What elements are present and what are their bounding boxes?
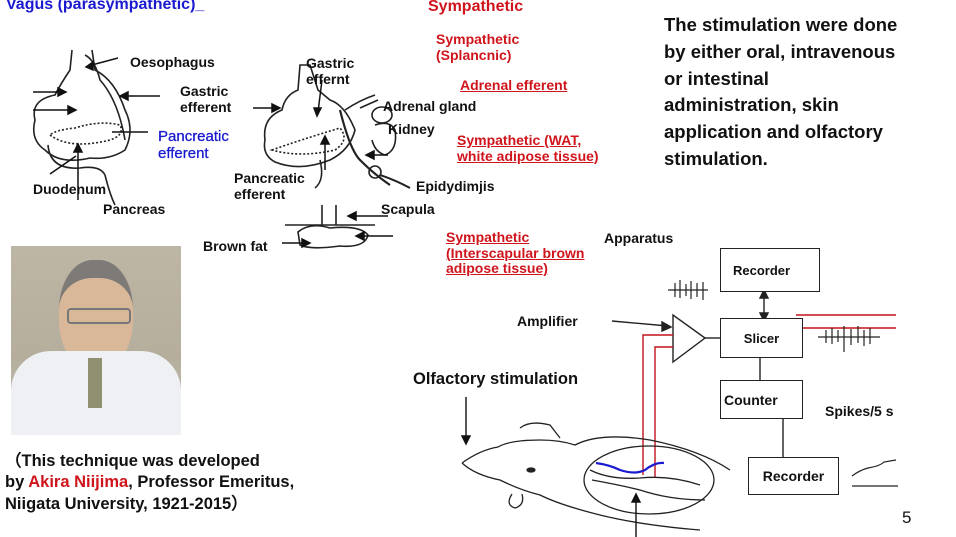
label-line: effernt	[306, 70, 350, 87]
label-line: Gastric	[306, 55, 355, 71]
label-pancreatic-efferent-symp: Pancreatic efferent	[234, 170, 305, 202]
label-line: efferent	[180, 98, 232, 115]
portrait-photo	[11, 246, 181, 435]
label-duodenum: Duodenum	[33, 181, 107, 197]
label-line: (Interscapular brown	[446, 244, 585, 261]
stomach-sympathetic-drawing	[263, 64, 411, 249]
label-sympathetic-splanchnic: Sympathetic (Splancnic)	[436, 31, 520, 63]
note-line: stimulation.	[664, 148, 768, 170]
label-line: Sympathetic	[446, 229, 530, 245]
electrode-wires	[642, 314, 896, 478]
stimulation-note: The stimulation were done by either oral…	[664, 12, 897, 173]
label-line: Gastric	[180, 83, 229, 99]
spike-trace-raw	[668, 280, 708, 300]
sympathetic-arrows	[253, 79, 393, 249]
label-line: Sympathetic	[436, 31, 520, 47]
label-line: (Splancnic)	[436, 46, 512, 63]
credit-prefix: by	[5, 473, 29, 492]
credit-line-3: Niigata University, 1921-2015）	[5, 494, 248, 513]
label-line: white adipose tissue)	[457, 147, 599, 164]
label-olfactory-stimulation: Olfactory stimulation	[413, 370, 579, 388]
spike-trace-sliced	[818, 326, 880, 352]
note-line: The stimulation were done	[664, 14, 898, 35]
note-line: application and olfactory	[664, 121, 883, 143]
label-amplifier: Amplifier	[517, 313, 578, 329]
label-line: efferent	[158, 144, 209, 162]
note-line: administration, skin	[664, 94, 839, 116]
photo-tie	[88, 358, 102, 408]
label-spikes-per-5s: Spikes/5 s	[825, 403, 894, 419]
stomach-vagus-drawing	[32, 49, 131, 206]
counter-box: Counter	[720, 380, 803, 419]
note-line: by either oral, intravenous	[664, 40, 896, 62]
rat-arrows	[460, 397, 642, 537]
credit-suffix: , Professor Emeritus,	[128, 473, 295, 492]
label-pancreatic-efferent-vagus: Pancreatic efferent	[158, 128, 229, 163]
label-adrenal-gland: Adrenal gland	[383, 98, 477, 114]
brain-marker	[595, 461, 665, 474]
label-brown-fat: Brown fat	[203, 238, 268, 254]
label-line: efferent	[234, 185, 286, 202]
apparatus-title: Apparatus	[604, 230, 674, 246]
credit-name: Akira Niijima	[28, 473, 129, 492]
label-kidney: Kidney	[388, 121, 435, 137]
label-sympathetic-ibat: Sympathetic (Interscapular brown adipose…	[446, 229, 585, 277]
label-line: adipose tissue)	[446, 260, 548, 277]
note-line: or intestinal	[664, 67, 769, 89]
label-scapula: Scapula	[381, 201, 435, 217]
label-oesophagus: Oesophagus	[130, 54, 215, 70]
label-line: Sympathetic (WAT,	[457, 132, 582, 148]
slicer-box: Slicer	[720, 318, 803, 358]
recorder-bottom-box: Recorder	[748, 457, 839, 495]
slide-number: 5	[902, 508, 912, 527]
label-pancreas: Pancreas	[103, 201, 166, 217]
label-gastric-efferent: Gastric efferent	[180, 83, 232, 115]
label-epididymis: Epidydimjis	[416, 178, 495, 194]
sympathetic-title: Sympathetic	[428, 0, 524, 15]
rat-drawing	[461, 422, 731, 531]
credit-line-2: by Akira Niijima, Professor Emeritus,	[5, 472, 294, 493]
credit-line-1: （This technique was developed	[5, 452, 260, 470]
credit-text: （This technique was developed by Akira N…	[5, 451, 294, 515]
label-adrenal-efferent: Adrenal efferent	[460, 77, 568, 93]
integrated-trace	[851, 459, 898, 487]
recorder-top-box: Recorder	[720, 248, 820, 292]
label-line: Pancreatic	[234, 170, 305, 186]
vagus-arrows	[33, 57, 160, 200]
vagus-title: Vagus (parasympathetic)_	[6, 0, 205, 13]
label-line: Pancreatic	[158, 128, 229, 145]
apparatus-wiring	[611, 288, 784, 458]
photo-glasses	[67, 308, 131, 324]
label-gastric-effernt: Gastric effernt	[306, 55, 355, 87]
label-sympathetic-wat: Sympathetic (WAT, white adipose tissue)	[457, 132, 599, 164]
